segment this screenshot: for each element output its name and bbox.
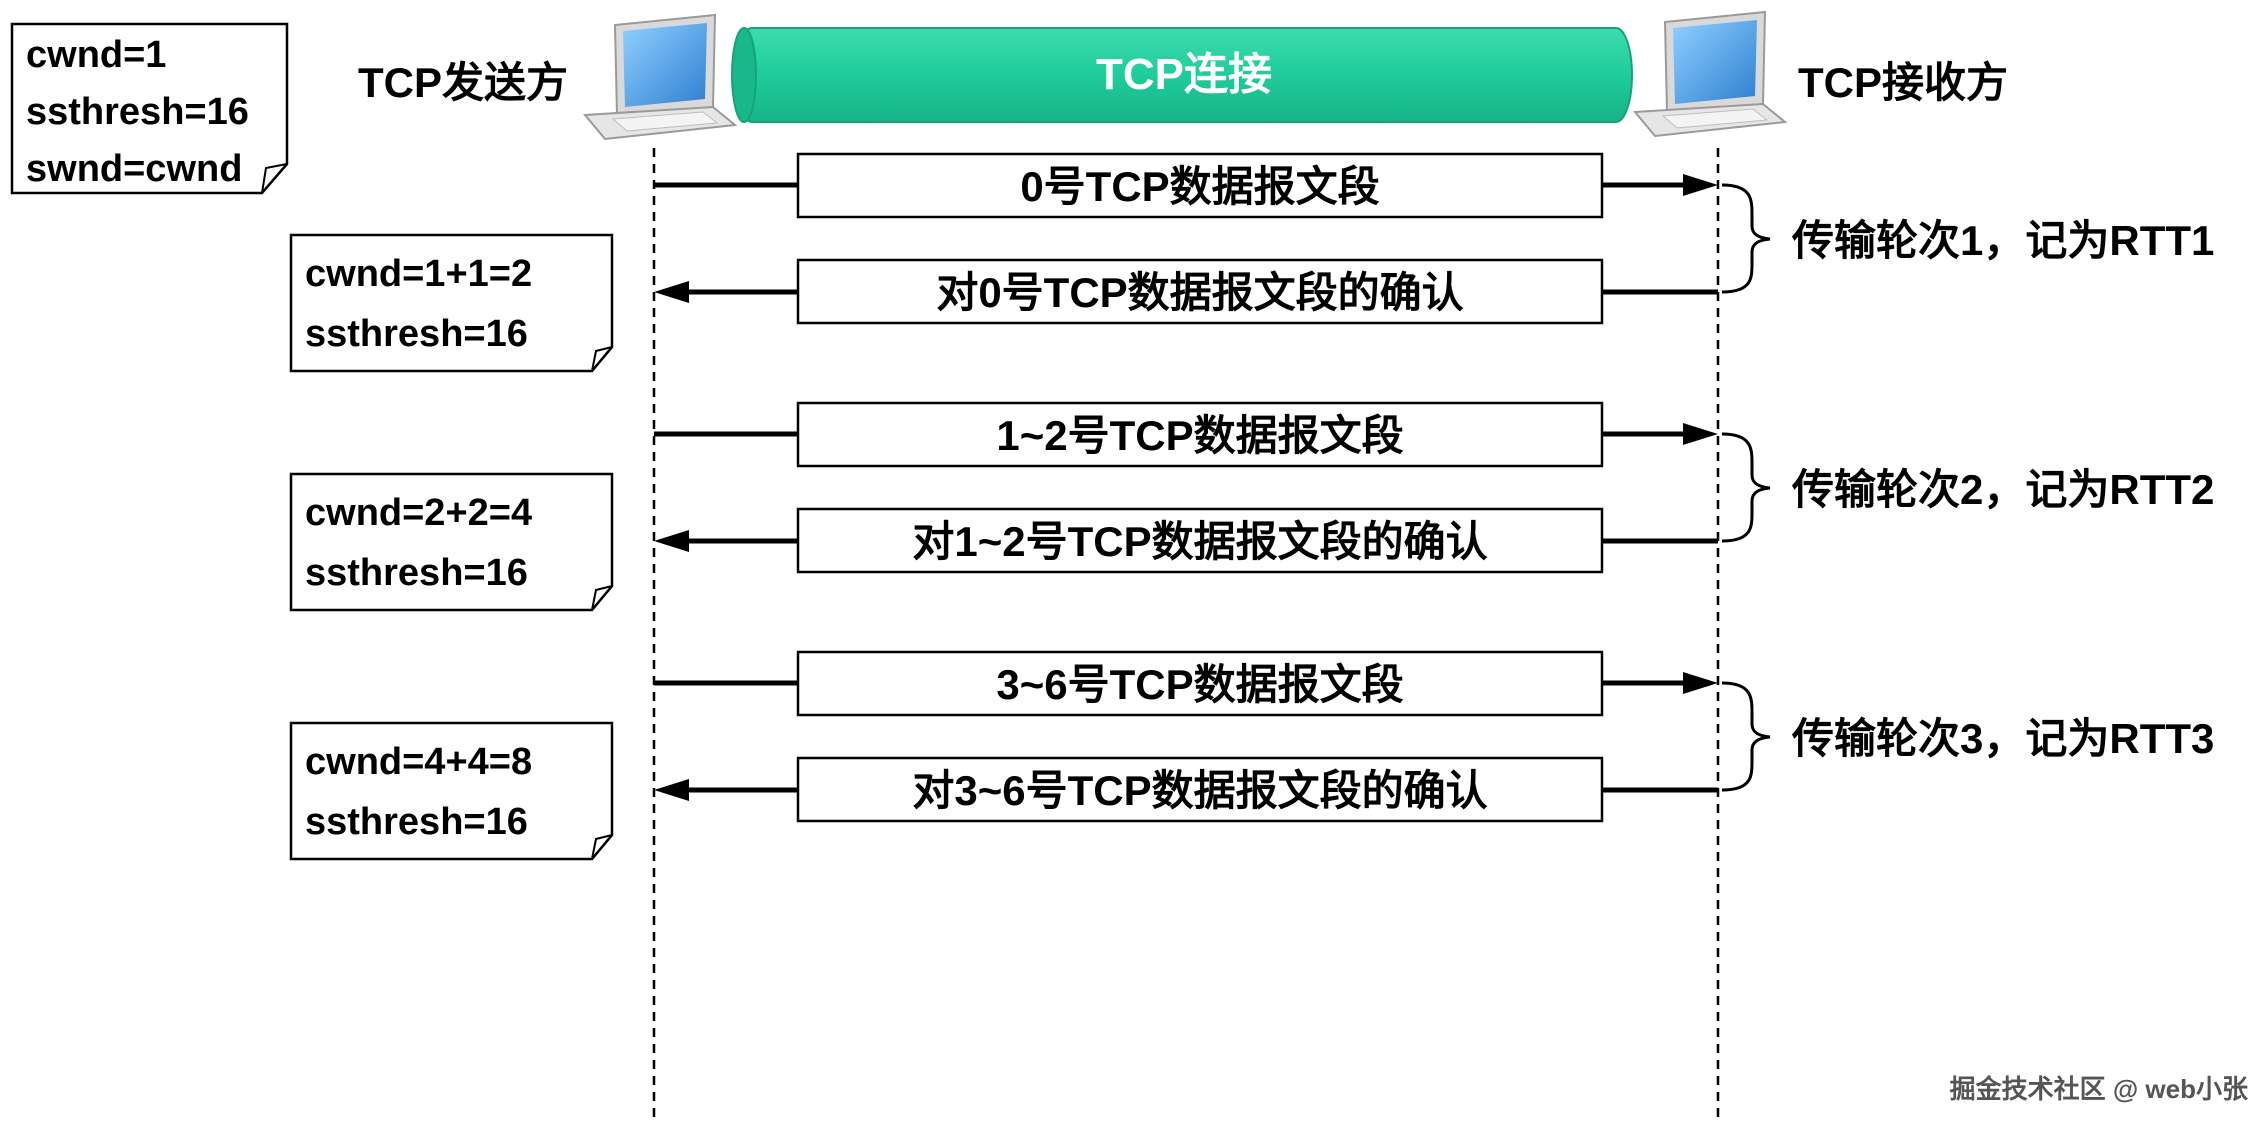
round-1-ack-arrowhead — [654, 281, 689, 303]
round-3-note-line-2: ssthresh=16 — [305, 801, 528, 843]
round-1-ack-segment-box — [796, 258, 1604, 325]
round-2: 1~2号TCP数据报文段 对1~2号TCP数据报文段的确认 传输轮次2，记为RT… — [289, 401, 2214, 612]
round-1-data-segment-label: 0号TCP数据报文段 — [1020, 163, 1379, 210]
round-3-data-segment-box — [796, 650, 1604, 717]
round-2-note-line-2: ssthresh=16 — [305, 552, 528, 594]
initial-note-line-1: cwnd=1 — [26, 34, 166, 76]
round-3-ack-segment-box — [796, 756, 1604, 823]
round-2-rtt-label: 传输轮次2，记为RTT2 — [1791, 466, 2214, 513]
round-2-ack-arrowhead — [654, 530, 689, 552]
round-2-data-segment-box — [796, 401, 1604, 468]
round-1-data-segment-box — [796, 152, 1604, 219]
round-2-note-line-1: cwnd=2+2=4 — [305, 492, 532, 534]
round-3-state-note: cwnd=4+4=8 ssthresh=16 — [289, 721, 614, 861]
initial-note-line-3: swnd=cwnd — [26, 148, 242, 190]
round-3-note-line-1: cwnd=4+4=8 — [305, 741, 532, 783]
round-3-data-segment-label: 3~6号TCP数据报文段 — [996, 661, 1403, 708]
round-1-note-line-2: ssthresh=16 — [305, 313, 528, 355]
initial-note-line-2: ssthresh=16 — [26, 91, 249, 133]
round-1: 0号TCP数据报文段 对0号TCP数据报文段的确认 传输轮次1，记为RTT1 c… — [289, 152, 2214, 373]
round-1-note-line-1: cwnd=1+1=2 — [305, 253, 532, 295]
round-1-rtt-label: 传输轮次1，记为RTT1 — [1791, 217, 2214, 264]
sender-label: TCP发送方 — [358, 59, 568, 106]
round-1-ack-segment-label: 对0号TCP数据报文段的确认 — [936, 269, 1463, 316]
round-2-data-segment-label: 1~2号TCP数据报文段 — [996, 412, 1403, 459]
round-2-brace — [1721, 432, 1771, 543]
round-3-data-arrowhead — [1683, 672, 1718, 694]
round-1-data-arrowhead — [1683, 174, 1718, 196]
tcp-connection-pipe: TCP连接 — [731, 27, 1633, 123]
round-3-rtt-label: 传输轮次3，记为RTT3 — [1791, 715, 2214, 762]
round-1-brace — [1721, 183, 1771, 294]
watermark: 掘金技术社区 @ web小张 — [1950, 1074, 2249, 1104]
round-2-ack-segment-box — [796, 507, 1604, 574]
connection-label: TCP连接 — [1096, 50, 1272, 99]
round-2-ack-segment-label: 对1~2号TCP数据报文段的确认 — [912, 518, 1487, 565]
round-3: 3~6号TCP数据报文段 对3~6号TCP数据报文段的确认 传输轮次3，记为RT… — [289, 650, 2214, 861]
initial-state-note: cwnd=1 ssthresh=16 swnd=cwnd — [10, 22, 289, 195]
round-2-state-note: cwnd=2+2=4 ssthresh=16 — [289, 472, 614, 612]
round-1-state-note: cwnd=1+1=2 ssthresh=16 — [289, 233, 614, 373]
receiver-laptop-icon — [1632, 10, 1788, 138]
round-3-ack-arrowhead — [654, 779, 689, 801]
round-3-brace — [1721, 681, 1771, 792]
round-3-ack-segment-label: 对3~6号TCP数据报文段的确认 — [912, 767, 1487, 814]
receiver-label: TCP接收方 — [1798, 59, 2008, 106]
round-2-data-arrowhead — [1683, 423, 1718, 445]
sender-laptop-icon — [582, 13, 738, 141]
